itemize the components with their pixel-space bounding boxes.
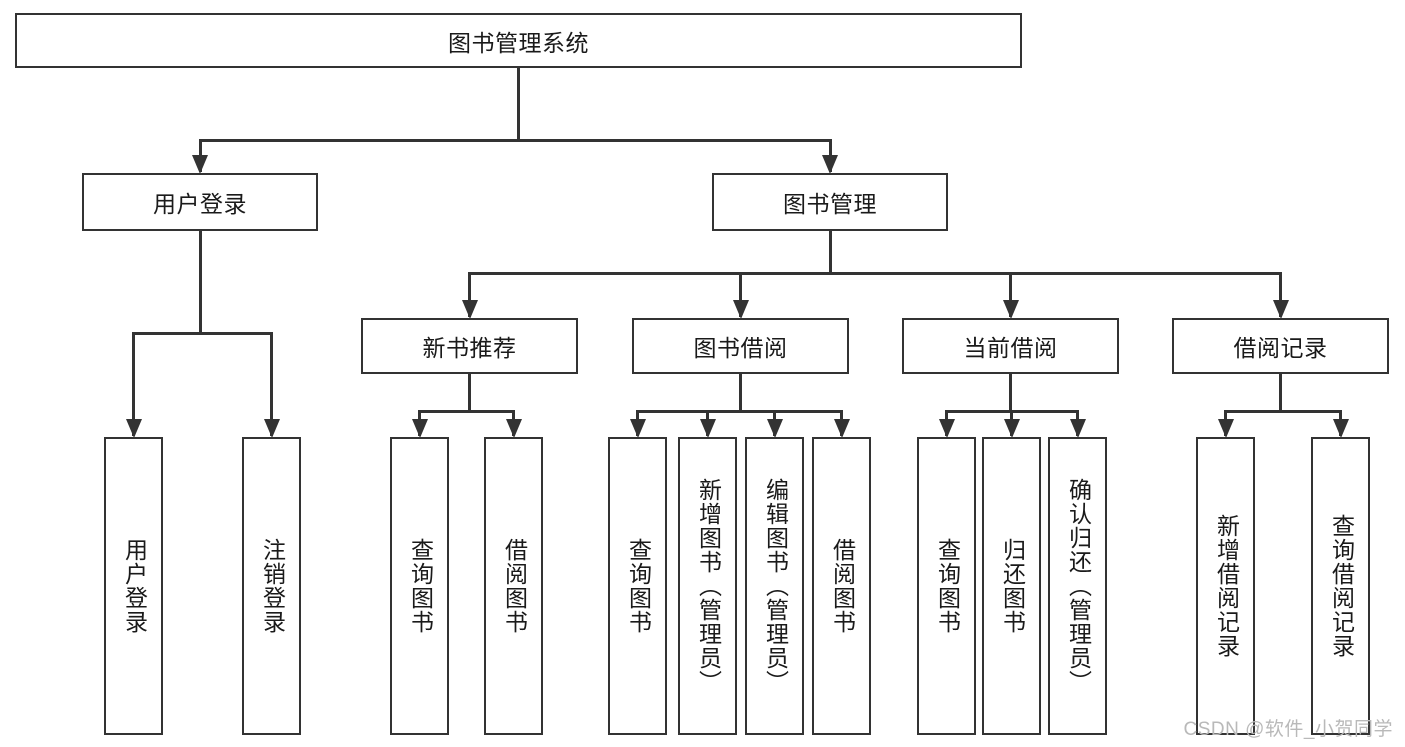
node-label: 查询借阅记录 (1328, 514, 1355, 658)
node-label: 查询图书 (625, 538, 652, 634)
node-leaf-query-book-recommend[interactable]: 查询图书 (390, 437, 449, 735)
node-leaf-add-book-admin[interactable]: 新增图书（管理员） (678, 437, 737, 735)
node-label: 确认归还（管理员） (1065, 478, 1092, 694)
node-label: 图书借阅 (693, 335, 788, 361)
node-borrow-record[interactable]: 借阅记录 (1172, 318, 1389, 374)
node-label: 编辑图书（管理员） (762, 478, 789, 694)
arrow-head-icon (629, 419, 646, 438)
connector-stem (1279, 374, 1282, 411)
node-label: 当前借阅 (963, 335, 1058, 361)
node-new-book-recommend[interactable]: 新书推荐 (361, 318, 578, 374)
arrow-head-icon (1217, 419, 1234, 438)
connector-drop (1009, 273, 1012, 317)
connector-stem (468, 374, 471, 411)
arrow-head-icon (938, 419, 955, 438)
node-leaf-confirm-return-admin[interactable]: 确认归还（管理员） (1048, 437, 1107, 735)
arrow-head-icon (1272, 300, 1289, 319)
node-leaf-borrow-book-recommend[interactable]: 借阅图书 (484, 437, 543, 735)
arrow-head-icon (822, 155, 838, 174)
node-label: 图书管理 (783, 191, 877, 217)
node-leaf-query-book-current[interactable]: 查询图书 (917, 437, 976, 735)
connector-stem (739, 374, 742, 411)
node-title-system[interactable]: 图书管理系统 (15, 13, 1022, 68)
connector-drop (1279, 273, 1282, 317)
node-leaf-add-borrow-record[interactable]: 新增借阅记录 (1196, 437, 1255, 735)
connector-stem (1009, 374, 1012, 411)
arrow-head-icon (1069, 419, 1086, 438)
arrow-head-icon (125, 419, 142, 438)
arrow-head-icon (263, 419, 280, 438)
connector-drop (739, 273, 742, 317)
node-label: 图书管理系统 (448, 29, 589, 56)
node-label: 查询图书 (934, 538, 961, 634)
node-leaf-edit-book-admin[interactable]: 编辑图书（管理员） (745, 437, 804, 735)
node-leaf-user-logout[interactable]: 注销登录 (242, 437, 301, 735)
node-leaf-user-login[interactable]: 用户登录 (104, 437, 163, 735)
node-current-borrow[interactable]: 当前借阅 (902, 318, 1119, 374)
connector-title-stem (517, 68, 520, 140)
node-book-borrow[interactable]: 图书借阅 (632, 318, 849, 374)
connector-drop (468, 273, 471, 317)
node-label: 归还图书 (999, 538, 1026, 634)
arrow-head-icon (411, 419, 428, 438)
connector-bus (418, 409, 515, 413)
arrow-head-icon (833, 419, 850, 438)
node-label: 借阅图书 (829, 538, 856, 634)
connector-bus (636, 409, 843, 413)
connector-drop (270, 333, 273, 436)
connector-bus (1224, 409, 1342, 413)
node-leaf-borrow-book[interactable]: 借阅图书 (812, 437, 871, 735)
node-label: 查询图书 (407, 538, 434, 634)
arrow-head-icon (192, 155, 208, 174)
arrow-head-icon (1003, 419, 1020, 438)
node-book-management[interactable]: 图书管理 (712, 173, 948, 231)
connector-bookmgmt-stem (828, 231, 832, 273)
node-label: 用户登录 (121, 538, 148, 634)
node-leaf-query-borrow-record[interactable]: 查询借阅记录 (1311, 437, 1370, 735)
node-label: 新增借阅记录 (1213, 514, 1240, 658)
arrow-head-icon (732, 300, 749, 319)
arrow-head-icon (1332, 419, 1349, 438)
node-label: 新书推荐 (422, 335, 517, 361)
arrow-head-icon (461, 300, 478, 319)
arrow-head-icon (1002, 300, 1019, 319)
node-leaf-return-book[interactable]: 归还图书 (982, 437, 1041, 735)
connector-drop (132, 333, 135, 436)
arrow-head-icon (766, 419, 783, 438)
node-label: 借阅记录 (1233, 335, 1328, 361)
node-label: 注销登录 (259, 538, 286, 634)
arrow-head-icon (505, 419, 522, 438)
node-leaf-query-book-borrow[interactable]: 查询图书 (608, 437, 667, 735)
node-label: 借阅图书 (501, 538, 528, 634)
arrow-head-icon (699, 419, 716, 438)
node-user-login[interactable]: 用户登录 (82, 173, 318, 231)
connector-title-bus (198, 138, 832, 142)
connector-stem (198, 231, 202, 333)
node-label: 用户登录 (153, 191, 247, 217)
connector-bookmgmt-bus (468, 271, 1282, 275)
node-label: 新增图书（管理员） (695, 478, 722, 694)
connector-bus (132, 331, 273, 335)
